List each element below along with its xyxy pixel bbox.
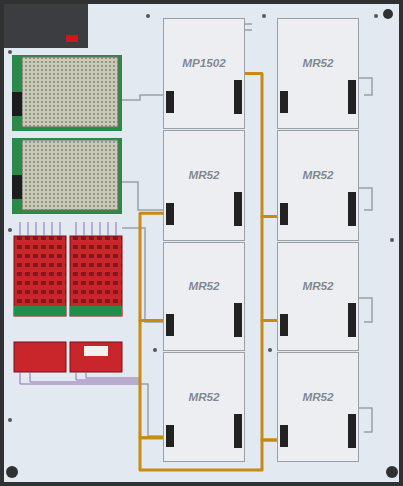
board-model: MR52 <box>278 56 358 69</box>
terminal-block <box>348 80 356 114</box>
terminal-block <box>166 425 174 447</box>
power-supply <box>12 55 122 214</box>
power-cable <box>262 320 277 440</box>
terminal-block <box>280 425 288 447</box>
terminal-block <box>166 314 174 336</box>
controller-board: MR52 <box>277 352 359 462</box>
controller-board: MR52 <box>163 130 245 241</box>
terminal-block <box>234 80 242 114</box>
power-cable <box>262 217 277 321</box>
board-model: MR52 <box>164 390 244 403</box>
terminal-block <box>280 203 288 225</box>
controller-board: MP1502 <box>163 18 245 129</box>
board-model: MR52 <box>278 279 358 292</box>
terminal-block <box>348 414 356 448</box>
ribbon-wires <box>20 222 140 384</box>
power-switch <box>66 35 78 42</box>
controller-board: MR52 <box>277 130 359 241</box>
terminal-block <box>280 91 288 113</box>
terminal-block <box>234 192 242 226</box>
top-strip <box>4 4 88 48</box>
terminal-block <box>166 203 174 225</box>
controller-board: MR52 <box>163 242 245 351</box>
board-model: MP1502 <box>164 56 244 69</box>
board-model: MR52 <box>278 168 358 181</box>
terminal-block <box>166 91 174 113</box>
relay-board <box>14 236 122 316</box>
power-cable <box>140 320 163 437</box>
power-cable <box>245 74 277 217</box>
terminal-block <box>280 314 288 336</box>
board-model: MR52 <box>278 390 358 403</box>
board-model: MR52 <box>164 279 244 292</box>
controller-board: MR52 <box>163 352 245 462</box>
terminal-block <box>234 414 242 448</box>
interface-board <box>14 342 122 372</box>
terminal-block <box>348 303 356 337</box>
power-cable <box>140 213 163 320</box>
terminal-block <box>348 192 356 226</box>
board-model: MR52 <box>164 168 244 181</box>
terminal-block <box>234 303 242 337</box>
backplate <box>4 4 399 482</box>
mounting-corners <box>6 9 398 478</box>
controller-board: MR52 <box>277 242 359 351</box>
controller-board: MR52 <box>277 18 359 129</box>
